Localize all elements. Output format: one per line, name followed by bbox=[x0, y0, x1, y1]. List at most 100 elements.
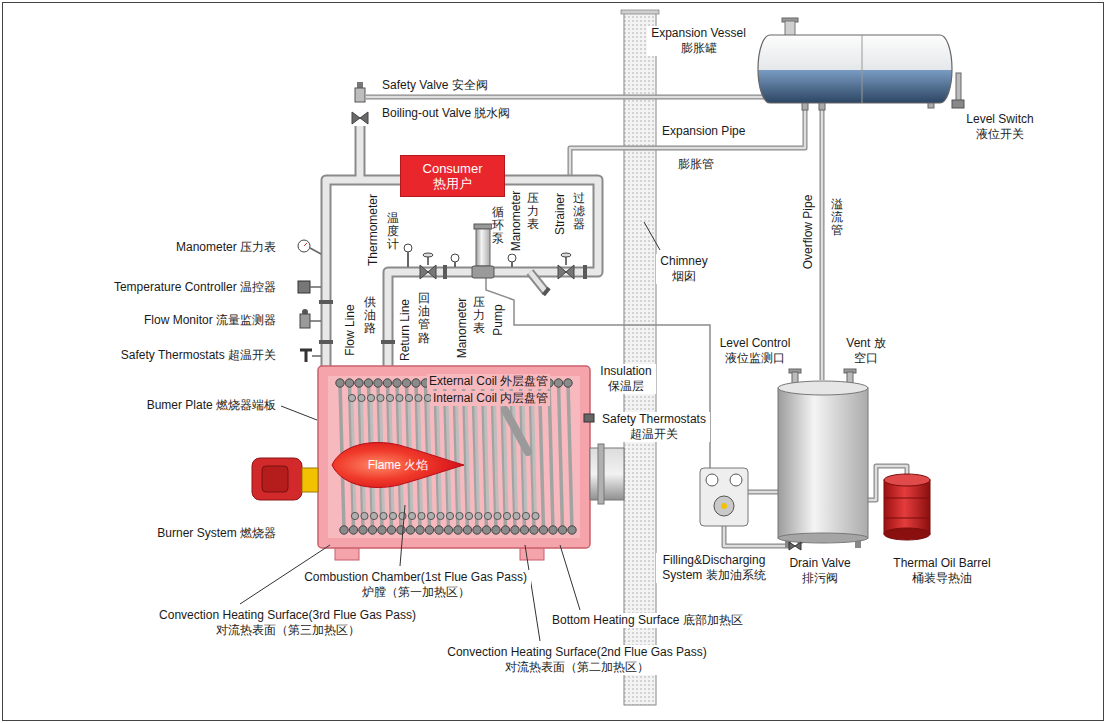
control-instrument bbox=[298, 240, 310, 252]
gauge-instrument bbox=[404, 244, 412, 252]
filling-unit bbox=[706, 474, 718, 486]
part-label: Manometer bbox=[509, 189, 524, 254]
expansion-vessel-outline bbox=[956, 73, 961, 103]
thin-pipe bbox=[570, 103, 805, 176]
part-label: Internal Coil 内层盘管 bbox=[431, 391, 550, 406]
part-label: Overflow Pipe bbox=[801, 193, 816, 272]
thin-pipe bbox=[366, 97, 907, 546]
heating-coil bbox=[386, 394, 393, 401]
boiler bbox=[505, 410, 528, 452]
flame-shape: Flame 火焰 bbox=[332, 438, 464, 492]
part-label: Level Control 液位监测口 bbox=[716, 336, 795, 366]
oil-pipe bbox=[388, 180, 598, 366]
control-instrument bbox=[310, 286, 321, 288]
storage-tank bbox=[778, 381, 868, 395]
heating-coil bbox=[513, 512, 520, 519]
leader-line bbox=[281, 406, 317, 420]
part-label: Flow Line bbox=[343, 302, 358, 357]
boiler bbox=[328, 376, 580, 538]
heating-coil bbox=[476, 398, 479, 516]
pipe-flange bbox=[381, 340, 395, 344]
heating-coil bbox=[393, 379, 401, 387]
gauge-instrument bbox=[407, 252, 409, 267]
thin-pipe bbox=[820, 103, 825, 380]
gate-valve bbox=[427, 257, 429, 265]
part-label: External Coil 外层盘管 bbox=[427, 374, 550, 389]
heating-coil bbox=[402, 379, 410, 387]
part-label: Safety Valve 安全阀 bbox=[380, 78, 490, 93]
heating-coil bbox=[494, 512, 501, 519]
heating-coil bbox=[523, 398, 526, 516]
oil-barrel-outline bbox=[884, 498, 930, 499]
gate-valve bbox=[565, 257, 567, 265]
expansion-vessel-outline bbox=[752, 70, 962, 110]
part-label: Bumer Plate 燃烧器端板 bbox=[145, 398, 278, 413]
thin-pipe bbox=[821, 103, 824, 380]
strainer bbox=[542, 287, 551, 297]
heating-coil bbox=[530, 526, 538, 534]
thin-pipe bbox=[366, 96, 764, 99]
part-label: Strainer bbox=[553, 191, 568, 237]
chimney bbox=[621, 10, 659, 14]
filling-unit bbox=[714, 496, 734, 516]
oil-barrel-outline bbox=[884, 474, 930, 486]
storage-tank bbox=[789, 542, 801, 550]
part-label: Boiling-out Valve 脱水阀 bbox=[380, 106, 513, 121]
heating-coil bbox=[539, 526, 547, 534]
heating-coil bbox=[399, 512, 406, 519]
leader-line bbox=[644, 222, 660, 250]
heating-coil bbox=[456, 512, 463, 519]
oil-barrel: Thermal Oil Barrel 桶装导热油 bbox=[884, 474, 930, 540]
strainer bbox=[530, 272, 551, 296]
node-label: Expansion Vessel 膨胀罐 bbox=[647, 26, 750, 56]
heating-coil bbox=[345, 379, 353, 387]
heating-coil bbox=[349, 526, 357, 534]
flue-outlet bbox=[590, 448, 624, 500]
thin-pipe bbox=[570, 103, 805, 176]
pipe-flange bbox=[319, 265, 587, 344]
oil-barrel-outline bbox=[884, 480, 930, 534]
pipe-flange bbox=[443, 265, 447, 279]
gauge-instrument bbox=[451, 254, 459, 262]
heating-coil bbox=[564, 379, 572, 387]
expansion-vessel-outline bbox=[862, 35, 863, 103]
heating-coil bbox=[406, 526, 414, 534]
consumer-box: Consumer 热用户 bbox=[400, 155, 505, 197]
heating-coil bbox=[370, 512, 377, 519]
control-instrument bbox=[298, 240, 321, 362]
storage-tank bbox=[778, 369, 868, 550]
part-label: Safety Thermostats 超温开关 bbox=[598, 412, 710, 442]
filling-unit bbox=[700, 468, 748, 526]
part-label: Thermometer bbox=[366, 192, 381, 268]
heating-coil bbox=[437, 512, 444, 519]
part-label: Chimney 烟囱 bbox=[656, 254, 712, 284]
part-label: Burner System 燃烧器 bbox=[155, 526, 278, 541]
circulation-pump bbox=[476, 229, 490, 266]
part-label: Temperature Controller 温控器 bbox=[112, 280, 278, 295]
heating-coil bbox=[503, 512, 510, 519]
part-label: 溢流管 bbox=[831, 198, 843, 238]
heating-coil bbox=[367, 394, 374, 401]
flame-shape-outline bbox=[332, 443, 464, 488]
heating-coil bbox=[446, 512, 453, 519]
heating-coil bbox=[368, 526, 376, 534]
expansion-vessel-outline bbox=[952, 100, 964, 108]
part-label: 温度计 bbox=[387, 212, 399, 252]
circulation-pump bbox=[474, 224, 492, 229]
heating-coil bbox=[361, 512, 368, 519]
pipe-flange bbox=[583, 265, 587, 279]
heating-coil bbox=[533, 398, 536, 516]
storage-tank bbox=[778, 388, 868, 538]
heating-coil bbox=[383, 379, 391, 387]
heating-coil bbox=[520, 526, 528, 534]
heating-coil bbox=[427, 512, 434, 519]
heating-coil bbox=[492, 526, 500, 534]
heating-coil bbox=[387, 526, 395, 534]
part-label: Vent 放空口 bbox=[844, 336, 888, 366]
heating-coil bbox=[340, 526, 348, 534]
heating-coil bbox=[554, 379, 562, 387]
heating-coil bbox=[405, 394, 412, 401]
expansion-vessel-outline bbox=[758, 35, 952, 103]
heating-coil bbox=[408, 512, 415, 519]
